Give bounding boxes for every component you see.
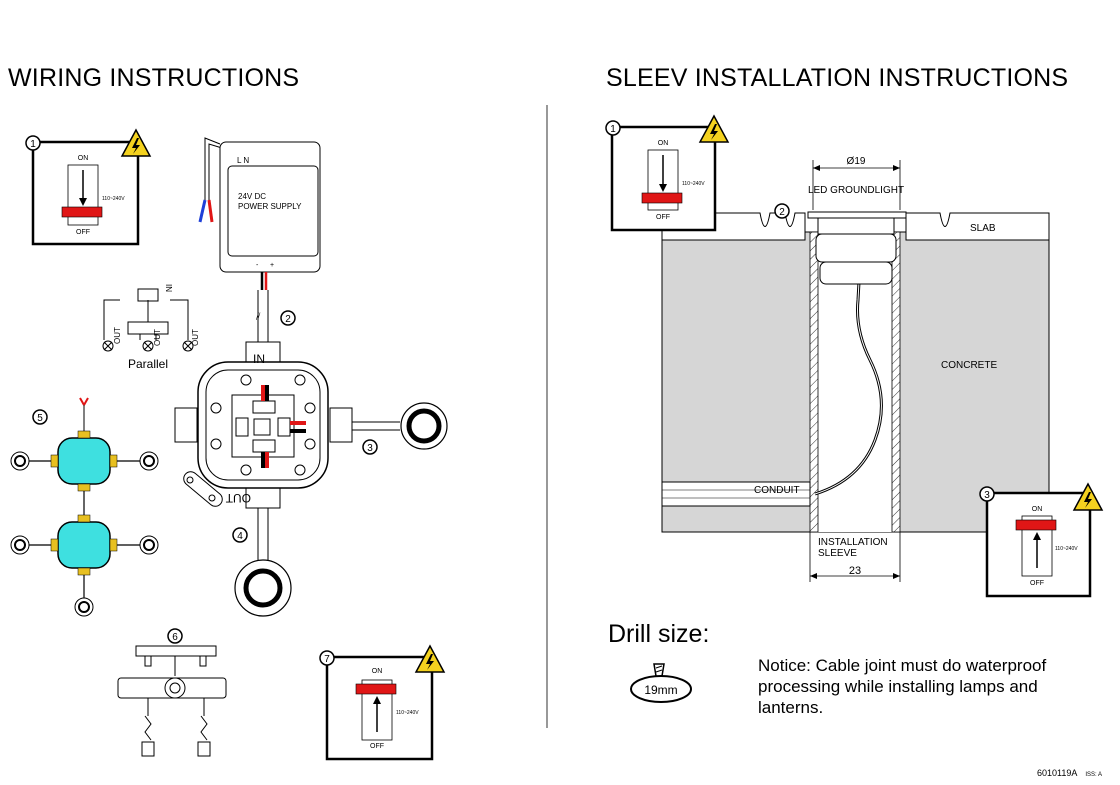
ps-line2: POWER SUPPLY <box>238 202 302 211</box>
parallel-out-3: OUT <box>191 329 200 346</box>
connector-assembly-6 <box>117 628 227 757</box>
installation-label-1: INSTALLATION <box>818 537 888 548</box>
switch7-on: ON <box>372 668 383 675</box>
ps-minus: - <box>256 262 259 269</box>
switch-panel-1: ON OFF 110~240V 1 <box>25 129 151 246</box>
doc-code-text: 6010119A <box>1037 768 1078 778</box>
lamp-3: 3 <box>362 402 448 455</box>
step-2-left: 2 <box>285 314 291 325</box>
parallel-out-2: OUT <box>153 329 162 346</box>
junction-out-label: OUT <box>225 491 251 505</box>
parallel-in: IN <box>164 284 173 292</box>
junction-in-label: IN <box>253 352 265 366</box>
switchr3-on: ON <box>1032 506 1043 513</box>
switch7-off: OFF <box>370 743 384 750</box>
switch-panel-7: ON OFF 110~240V 7 <box>319 645 445 761</box>
sleeve-width: 23 <box>849 565 861 577</box>
switch-panel-right-1: ON OFF 110~240V 1 <box>605 115 729 232</box>
parallel-label: Parallel <box>128 357 168 371</box>
switchr1-off: OFF <box>656 214 670 221</box>
junction-box <box>174 341 400 565</box>
notice-text: Notice: Cable joint must do waterproof p… <box>758 656 1047 717</box>
drill-size-value: 19mm <box>644 683 677 697</box>
parallel-out-1: OUT <box>113 327 122 344</box>
switchr3-off: OFF <box>1030 580 1044 587</box>
ps-plus: + <box>270 262 274 269</box>
slab-label: SLAB <box>970 223 996 234</box>
switchr1-on: ON <box>658 140 669 147</box>
issue-text: ISS: A <box>1085 772 1103 778</box>
switch7-voltage: 110~240V <box>396 710 419 716</box>
installation-label-2: SLEEVE <box>818 548 857 559</box>
parallel-diagram <box>102 288 194 352</box>
sleeve-cross-section <box>661 160 1050 582</box>
cyan-connector-array: 5 <box>10 397 159 617</box>
switchr1-voltage: 110~240V <box>682 181 705 187</box>
step-3-left: 3 <box>367 443 373 454</box>
step-1-left: 1 <box>30 139 36 150</box>
conduit-label: CONDUIT <box>754 485 800 496</box>
wiring-instructions-title: WIRING INSTRUCTIONS <box>8 64 300 92</box>
switch-panel-right-3: ON OFF 110~240V 3 <box>979 483 1103 598</box>
document-code: 6010119A ISS: A <box>1037 768 1102 778</box>
drill-icon <box>630 663 692 703</box>
step-1-right: 1 <box>610 124 616 135</box>
ps-line1: 24V DC <box>238 192 266 201</box>
sleeve-diameter: Ø19 <box>847 156 866 167</box>
step-7-left: 7 <box>324 654 330 665</box>
sleeve-installation-title: SLEEV INSTALLATION INSTRUCTIONS <box>606 64 1069 92</box>
power-supply: L N 24V DC POWER SUPPLY - + ⫽ 2 <box>198 137 321 345</box>
switch1-off: OFF <box>76 229 90 236</box>
concrete-label: CONCRETE <box>941 360 997 371</box>
ps-ln: L N <box>237 156 249 165</box>
step-5-left: 5 <box>37 413 43 424</box>
switch1-on: ON <box>78 155 89 162</box>
svg-text:⫽: ⫽ <box>255 312 261 323</box>
switchr3-voltage: 110~240V <box>1055 546 1078 552</box>
step-4-left: 4 <box>237 531 243 542</box>
step-3-right: 3 <box>984 490 990 501</box>
step-2-right: 2 <box>779 207 785 218</box>
led-groundlight-label: LED GROUNDLIGHT <box>808 185 904 196</box>
lamp-4: 4 <box>232 527 292 617</box>
step-6-left: 6 <box>172 632 178 643</box>
switch1-voltage: 110~240V <box>102 196 125 202</box>
connector-piece <box>183 471 223 507</box>
drill-size-title: Drill size: <box>608 620 710 648</box>
